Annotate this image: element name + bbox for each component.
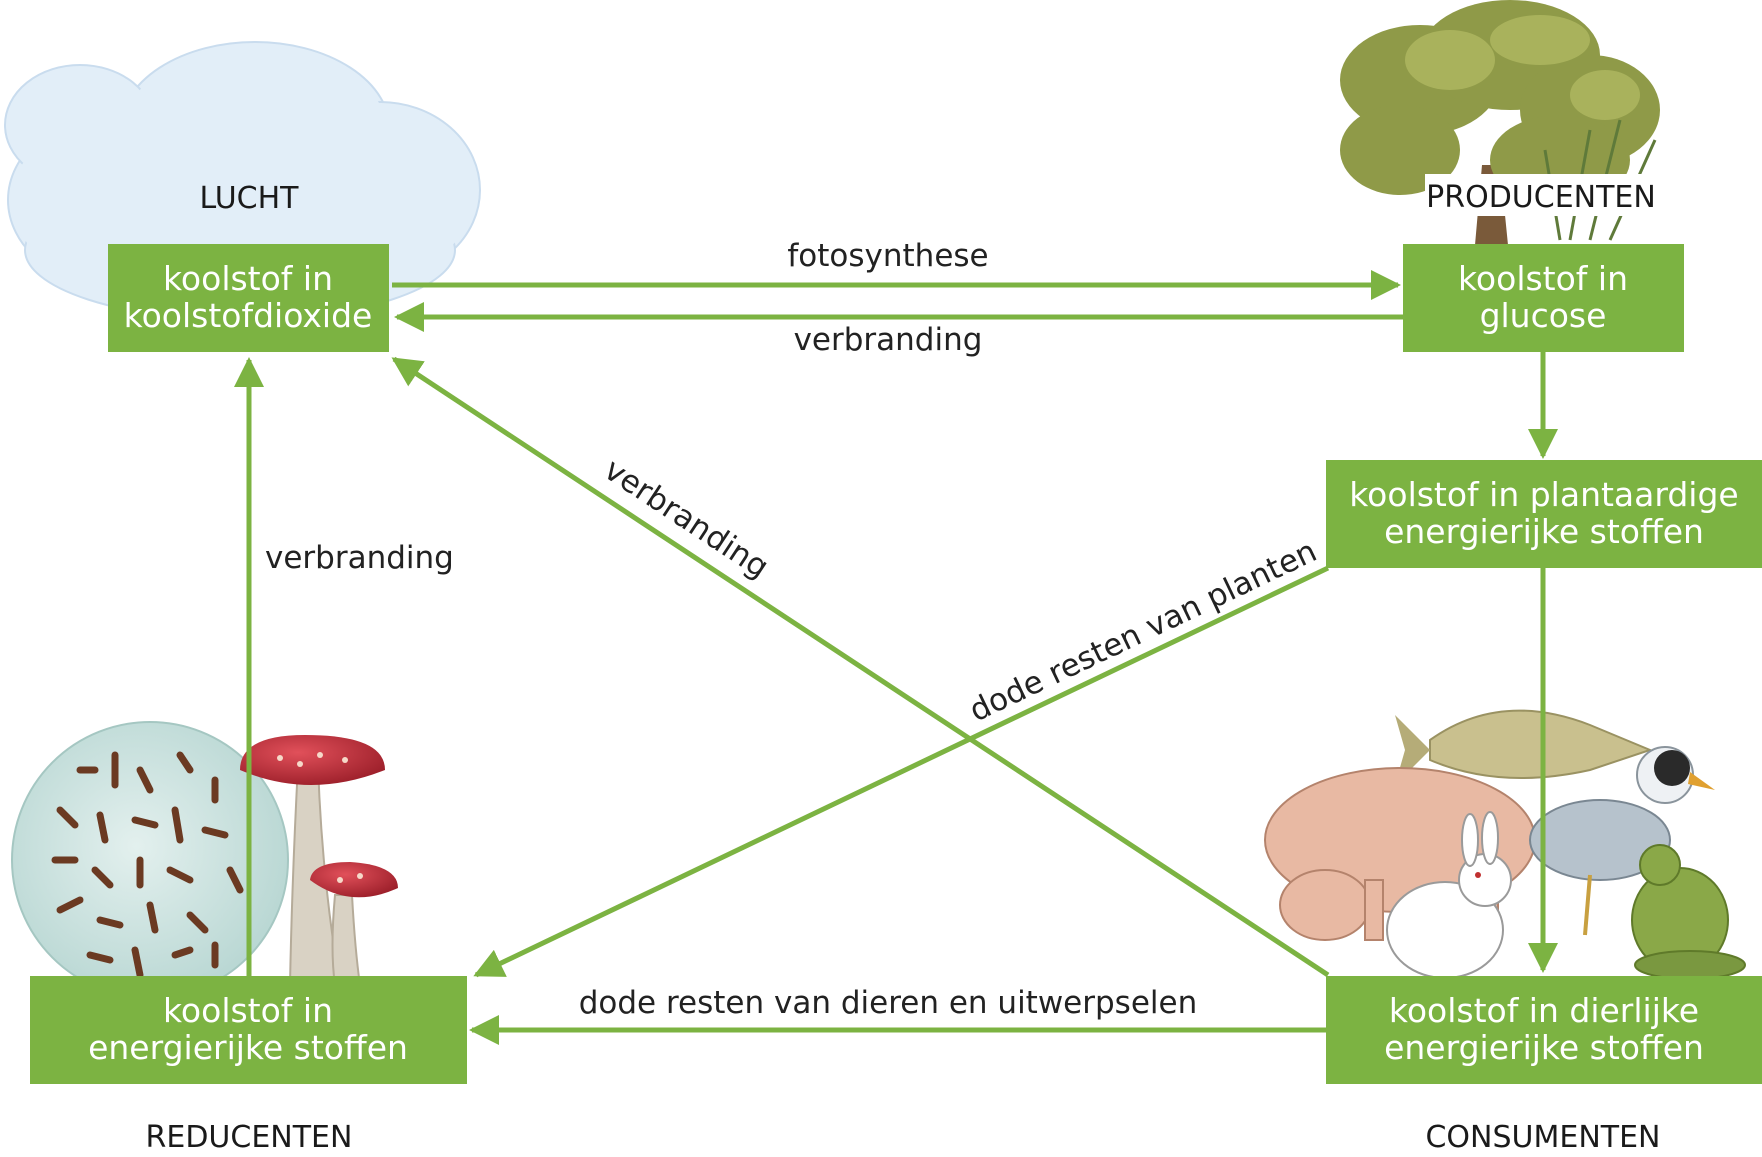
group-label-consumers: CONSUMENTEN (1425, 1120, 1660, 1155)
box-glucose-line1: koolstof in (1458, 259, 1628, 298)
box-animal: koolstof in dierlijke energierijke stoff… (1326, 976, 1762, 1084)
arrow-plant-remains (473, 565, 1330, 978)
box-co2-line2: koolstofdioxide (124, 296, 373, 335)
svg-text:energierijke stoffen: energierijke stoffen (1384, 512, 1704, 551)
box-decomposer-line1: koolstof in (163, 991, 333, 1030)
svg-text:koolstof in: koolstof in (1458, 259, 1628, 298)
label-plant-remains: dode resten van planten (964, 533, 1322, 729)
box-co2: koolstof in koolstofdioxide (108, 244, 389, 352)
box-animal-line2: energierijke stoffen (1384, 1028, 1704, 1067)
label-photosynthesis: fotosynthese (787, 238, 988, 274)
label-combustion-top: verbranding (794, 322, 983, 358)
svg-text:koolstof in: koolstof in (163, 991, 333, 1030)
animals-icon (1264, 709, 1746, 980)
box-glucose-line2: glucose (1480, 296, 1607, 335)
svg-text:koolstof in: koolstof in (163, 259, 333, 298)
box-decomposer: koolstof in energierijke stoffen (30, 976, 467, 1084)
label-animal-remains: dode resten van dieren en uitwerpselen (579, 985, 1198, 1021)
box-plant: koolstof in plantaardige energierijke st… (1326, 460, 1762, 568)
bacteria-dish-icon (11, 721, 289, 999)
box-decomposer-line2: energierijke stoffen (88, 1028, 408, 1067)
arrow-combustion-diagonal (391, 356, 1330, 978)
svg-text:glucose: glucose (1480, 296, 1607, 335)
label-combustion-left: verbranding (265, 540, 454, 576)
box-glucose: koolstof in glucose (1403, 244, 1684, 352)
box-animal-line1: koolstof in dierlijke (1389, 991, 1699, 1030)
svg-text:energierijke stoffen: energierijke stoffen (1384, 1028, 1704, 1067)
bird-icon (1529, 746, 1715, 936)
group-label-decomposers: REDUCENTEN (146, 1120, 353, 1155)
label-combustion-diagonal: verbranding (598, 452, 775, 586)
box-plant-line1: koolstof in plantaardige (1349, 475, 1738, 514)
box-co2-line1: koolstof in (163, 259, 333, 298)
svg-text:koolstof in dierlijke: koolstof in dierlijke (1389, 991, 1699, 1030)
frog-icon (1631, 844, 1746, 980)
group-label-producers: PRODUCENTEN (1426, 180, 1656, 215)
svg-text:koolstof in plantaardige: koolstof in plantaardige (1349, 475, 1738, 514)
box-plant-line2: energierijke stoffen (1384, 512, 1704, 551)
rabbit-icon (1386, 811, 1512, 979)
arrows (234, 270, 1558, 1045)
svg-text:energierijke stoffen: energierijke stoffen (88, 1028, 408, 1067)
svg-text:koolstofdioxide: koolstofdioxide (124, 296, 373, 335)
group-label-air: LUCHT (199, 181, 299, 216)
